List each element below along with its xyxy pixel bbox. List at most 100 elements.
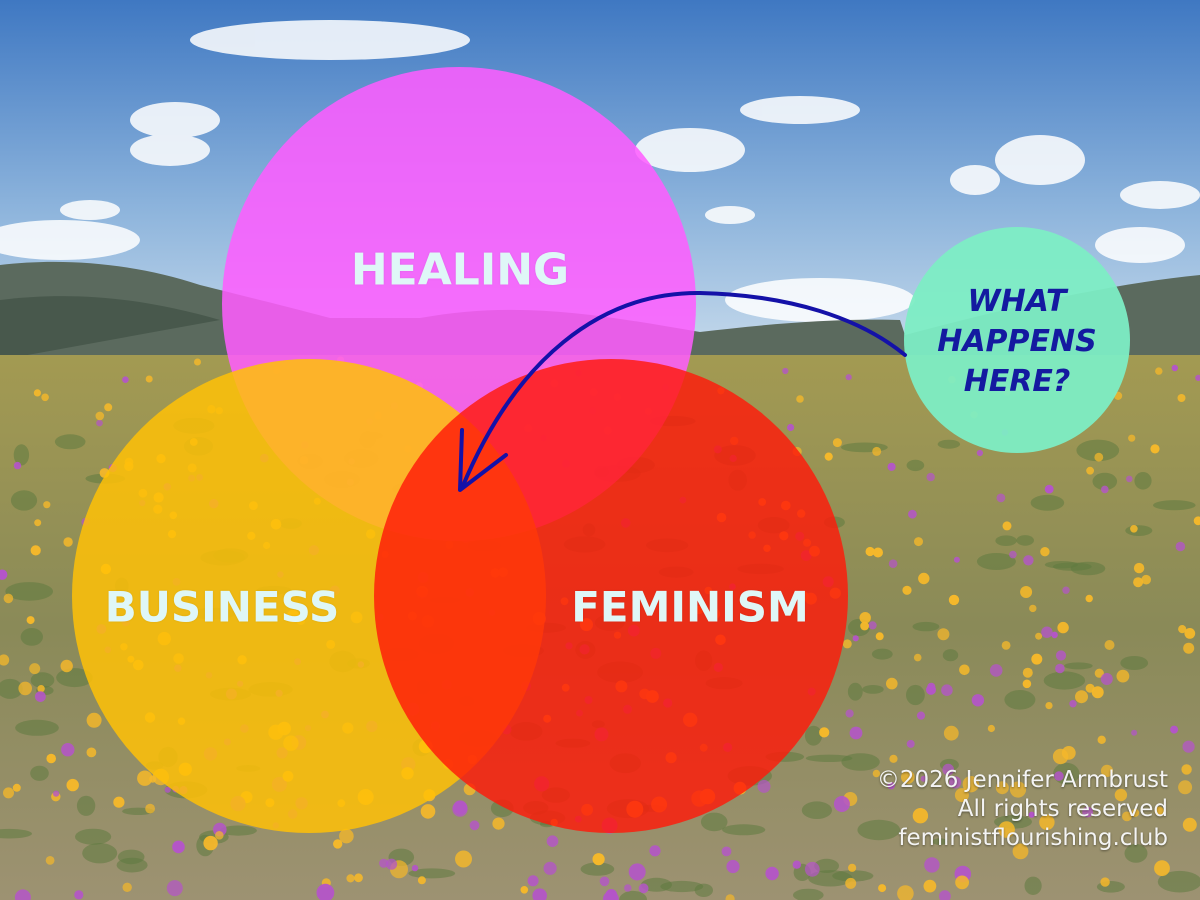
yellow-flower <box>137 770 153 786</box>
yellow-flower <box>1154 806 1164 816</box>
foliage-patch <box>1044 561 1078 569</box>
yellow-flower <box>886 677 898 690</box>
purple-flower <box>926 684 936 695</box>
yellow-flower <box>1133 562 1145 574</box>
purple-flower <box>96 419 103 427</box>
yellow-flower <box>913 653 922 662</box>
yellow-flower <box>12 783 21 792</box>
yellow-flower <box>987 724 996 733</box>
purple-flower <box>411 864 419 872</box>
purple-flower <box>53 790 60 797</box>
yellow-flower <box>872 769 881 778</box>
copyright-block: ©2026 Jennifer Armbrust All rights reser… <box>877 766 1168 853</box>
foliage-patch <box>694 883 713 897</box>
purple-flower <box>792 860 801 869</box>
yellow-flower <box>923 879 937 893</box>
pointer-arrow <box>460 290 907 490</box>
yellow-flower <box>215 831 224 840</box>
yellow-flower <box>43 501 51 509</box>
purple-flower <box>1171 364 1179 372</box>
foliage-patch <box>1070 561 1106 576</box>
foliage-patch <box>116 857 148 873</box>
purple-flower <box>942 763 954 776</box>
arrow-head-icon <box>458 428 508 492</box>
purple-flower <box>379 858 389 868</box>
yellow-flower <box>1039 814 1055 830</box>
purple-flower <box>543 861 557 875</box>
purple-flower <box>1101 485 1109 494</box>
purple-flower <box>1195 374 1200 381</box>
yellow-flower <box>1178 625 1187 634</box>
foliage-patch <box>805 754 853 762</box>
purple-flower <box>1182 740 1195 753</box>
yellow-flower <box>30 545 41 556</box>
yellow-flower <box>29 663 41 675</box>
purple-flower <box>989 664 1003 677</box>
yellow-flower <box>1091 686 1104 699</box>
purple-flower <box>61 743 75 757</box>
purple-flower <box>172 840 185 854</box>
yellow-flower <box>1022 679 1032 689</box>
yellow-flower <box>1085 594 1093 603</box>
yellow-flower <box>1193 516 1200 526</box>
purple-flower <box>1175 541 1186 552</box>
yellow-flower <box>520 886 529 894</box>
yellow-flower <box>1131 808 1140 817</box>
foliage-patch <box>1024 876 1042 895</box>
foliage-patch <box>1134 472 1152 490</box>
yellow-flower <box>1002 521 1012 531</box>
yellow-flower <box>104 403 113 412</box>
yellow-flower <box>1122 811 1132 822</box>
yellow-flower <box>34 519 42 527</box>
yellow-flower <box>1100 764 1114 778</box>
foliage-patch <box>793 888 824 900</box>
foliage-patch <box>906 684 925 706</box>
purple-flower <box>316 883 335 900</box>
label-feminism: FEMINISM <box>571 582 809 632</box>
clouds <box>0 20 1200 322</box>
purple-flower <box>845 709 854 718</box>
foliage-patch <box>30 672 55 689</box>
purple-flower <box>924 857 940 873</box>
yellow-flower <box>1128 434 1136 442</box>
yellow-flower <box>1057 621 1069 634</box>
yellow-flower <box>41 393 49 402</box>
yellow-flower <box>918 572 930 585</box>
purple-flower <box>888 559 898 568</box>
foliage-patch <box>871 648 893 660</box>
foliage-patch <box>54 434 86 450</box>
yellow-flower <box>889 754 898 763</box>
purple-flower <box>624 884 632 892</box>
purple-flower <box>628 863 646 881</box>
yellow-flower <box>86 712 102 728</box>
yellow-flower <box>203 835 218 851</box>
foliage-patch <box>857 819 901 841</box>
yellow-flower <box>824 452 833 461</box>
purple-flower <box>13 461 22 470</box>
foliage-patch <box>1076 439 1120 462</box>
purple-flower <box>166 880 183 897</box>
yellow-flower <box>1035 632 1043 640</box>
yellow-flower <box>1150 444 1160 454</box>
foliage-patch <box>408 868 456 879</box>
purple-flower <box>920 775 927 782</box>
foliage-patch <box>13 444 30 466</box>
yellow-flower <box>1154 860 1170 877</box>
yellow-flower <box>943 725 959 741</box>
yellow-flower <box>832 438 842 448</box>
foliage-patch <box>1004 690 1036 710</box>
foliage-patch <box>1120 656 1149 670</box>
purple-flower <box>385 858 398 870</box>
purple-flower <box>721 846 732 857</box>
yellow-flower <box>86 747 97 758</box>
purple-flower <box>1028 811 1035 818</box>
foliage-patch <box>5 582 53 601</box>
purple-flower <box>941 684 953 696</box>
yellow-flower <box>60 659 73 673</box>
foliage-patch <box>801 801 833 819</box>
yellow-flower <box>145 803 156 814</box>
foliage-patch <box>832 870 874 882</box>
yellow-flower <box>859 612 871 624</box>
yellow-flower <box>95 411 105 421</box>
